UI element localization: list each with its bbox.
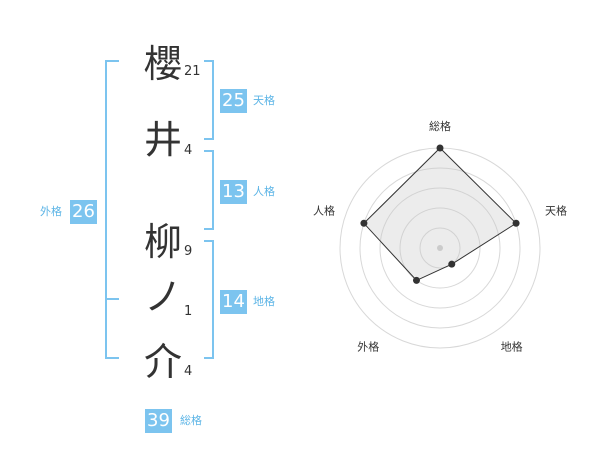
radar-ring — [419, 227, 461, 269]
radar-ring — [359, 167, 521, 329]
radar-ring — [379, 187, 501, 309]
name-char-3: 柳 — [143, 220, 182, 264]
name-char-4: ノ — [143, 275, 182, 319]
stroke-count-3: 9 — [184, 244, 193, 259]
radar-point-2 — [512, 219, 520, 227]
jinkaku-bracket-vertical — [212, 150, 214, 230]
gaikaku-label: 外格 — [40, 205, 62, 218]
jinkaku-label: 人格 — [253, 185, 275, 198]
radar-axis-label-4: 外格 — [357, 340, 379, 354]
name-char-2: 井 — [143, 118, 182, 162]
tenkaku-bracket-vertical — [212, 60, 214, 140]
tenkaku-label: 天格 — [253, 94, 275, 107]
gaikaku-bracket-mid — [105, 298, 119, 300]
stroke-count-2: 4 — [184, 143, 193, 158]
tenkaku-bracket-bottom — [204, 138, 214, 140]
chikaku-bracket-top — [204, 240, 214, 242]
chikaku-badge: 14 — [220, 290, 247, 314]
gaikaku-bracket-vertical — [105, 60, 107, 359]
radar-ring — [399, 207, 481, 289]
tenkaku-badge: 25 — [220, 89, 247, 113]
gaikaku-badge: 26 — [70, 200, 97, 224]
radar-point-5 — [360, 219, 368, 227]
name-char-5: 介 — [143, 340, 182, 384]
stroke-count-5: 4 — [184, 364, 193, 379]
chikaku-label: 地格 — [253, 295, 275, 308]
radar-center — [437, 245, 443, 251]
chikaku-bracket-vertical — [212, 240, 214, 359]
radar-axis-label-5: 人格 — [313, 203, 335, 217]
radar-point-3 — [448, 260, 456, 268]
radar-point-4 — [412, 276, 420, 284]
radar-axis-label-2: 天格 — [545, 203, 567, 217]
radar-axis-label-3: 地格 — [501, 340, 523, 354]
chikaku-bracket-bottom — [204, 357, 214, 359]
soukaku-badge: 39 — [145, 409, 172, 433]
gaikaku-bracket-bottom — [105, 357, 119, 359]
soukaku-label: 総格 — [180, 414, 202, 427]
name-char-1: 櫻 — [143, 42, 182, 86]
radar-point-1 — [436, 144, 444, 152]
jinkaku-bracket-bottom — [204, 228, 214, 230]
radar-polygon — [363, 147, 517, 282]
gaikaku-bracket-top — [105, 60, 119, 62]
tenkaku-bracket-top — [204, 60, 214, 62]
stroke-count-1: 21 — [184, 64, 201, 79]
radar-axis-label-1: 総格 — [429, 119, 451, 133]
jinkaku-bracket-top — [204, 150, 214, 152]
stroke-count-4: 1 — [184, 304, 193, 319]
jinkaku-badge: 13 — [220, 180, 247, 204]
